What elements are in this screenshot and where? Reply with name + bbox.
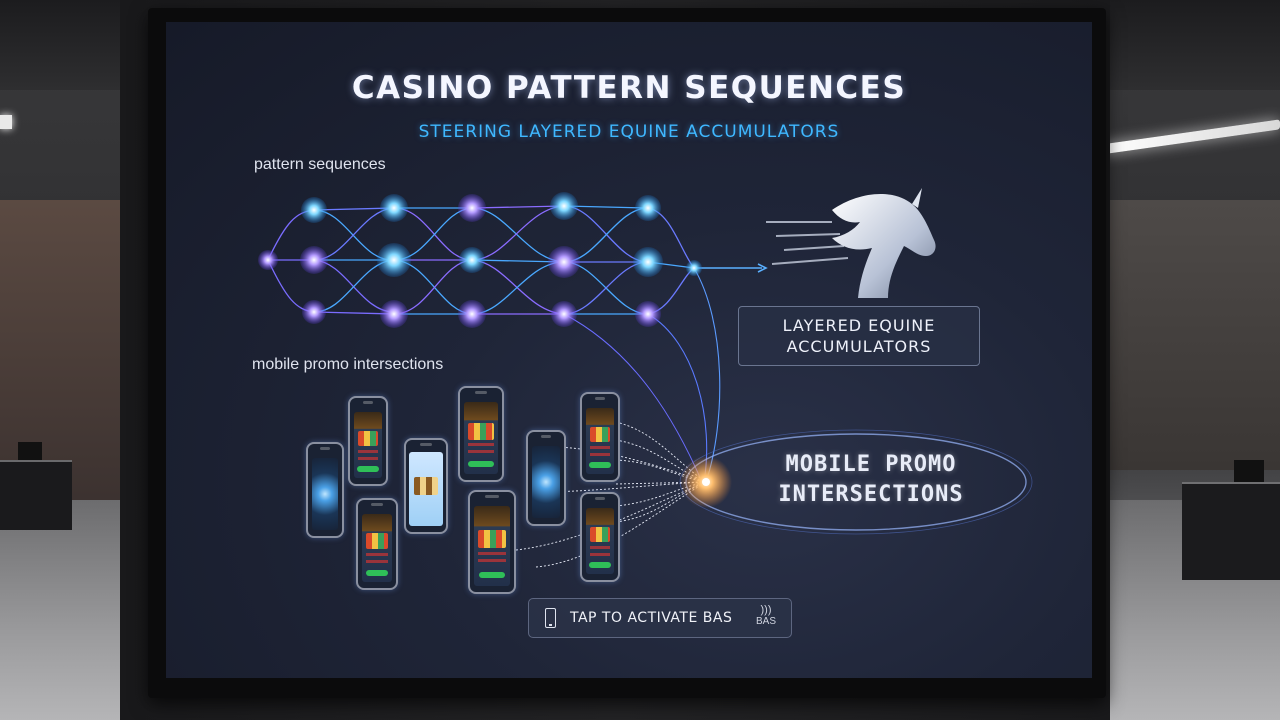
network-node bbox=[380, 194, 408, 222]
network-node bbox=[301, 197, 327, 223]
network-node bbox=[633, 247, 663, 277]
ceiling-light-left bbox=[0, 115, 12, 129]
network-node bbox=[377, 243, 411, 277]
reception-monitor-left bbox=[18, 442, 42, 462]
network-node bbox=[458, 194, 486, 222]
network-node bbox=[458, 300, 486, 328]
network-node bbox=[300, 246, 328, 274]
mobile-promo-label: mobile promo intersections bbox=[252, 356, 444, 373]
promo-phone[interactable] bbox=[404, 438, 448, 534]
network-node bbox=[258, 250, 278, 270]
cta-label: TAP TO ACTIVATE BAS bbox=[570, 610, 733, 626]
promo-phone[interactable] bbox=[458, 386, 504, 482]
network-node bbox=[550, 192, 578, 220]
network-node bbox=[380, 300, 408, 328]
network-node bbox=[635, 301, 661, 327]
ceiling-light-strip bbox=[1100, 119, 1280, 155]
network-node bbox=[635, 195, 661, 221]
network-links bbox=[267, 205, 768, 483]
accumulator-label: LAYERED EQUINE ACCUMULATORS bbox=[782, 316, 936, 356]
network-nodes bbox=[258, 192, 702, 328]
network-node bbox=[302, 300, 326, 324]
promo-phone[interactable] bbox=[306, 442, 344, 538]
promo-phone[interactable] bbox=[526, 430, 566, 526]
network-node bbox=[548, 246, 580, 278]
layered-equine-accumulators-box[interactable]: LAYERED EQUINE ACCUMULATORS bbox=[738, 306, 980, 366]
mobile-promo-intersections-label: MOBILE PROMO INTERSECTIONS bbox=[778, 452, 964, 507]
reception-monitor-right bbox=[1234, 460, 1264, 482]
promo-phone[interactable] bbox=[356, 498, 398, 590]
network-node bbox=[459, 247, 485, 273]
page-title: CASINO PATTERN SEQUENCES bbox=[351, 70, 907, 106]
promo-phone[interactable] bbox=[580, 392, 620, 482]
network-node bbox=[686, 260, 702, 276]
display-screen: CASINO PATTERN SEQUENCES STEERING LAYERE… bbox=[166, 22, 1092, 678]
horse-head-icon bbox=[762, 182, 942, 312]
page-subtitle: STEERING LAYERED EQUINE ACCUMULATORS bbox=[418, 122, 840, 142]
room-wall-right bbox=[1105, 200, 1280, 470]
bas-badge: ))) BAS bbox=[749, 605, 783, 628]
pattern-sequences-label: pattern sequences bbox=[254, 156, 386, 173]
phone-icon bbox=[545, 608, 556, 628]
promo-phone[interactable] bbox=[468, 490, 516, 594]
network-node bbox=[551, 301, 577, 327]
wifi-icon: ))) bbox=[760, 604, 772, 616]
tap-to-activate-button[interactable]: TAP TO ACTIVATE BAS ))) BAS bbox=[528, 598, 792, 638]
reception-desk-left bbox=[0, 460, 72, 530]
promo-phone[interactable] bbox=[348, 396, 388, 486]
reception-desk-right bbox=[1182, 482, 1280, 580]
bas-badge-text: BAS bbox=[755, 616, 776, 627]
promo-phone[interactable] bbox=[580, 492, 620, 582]
